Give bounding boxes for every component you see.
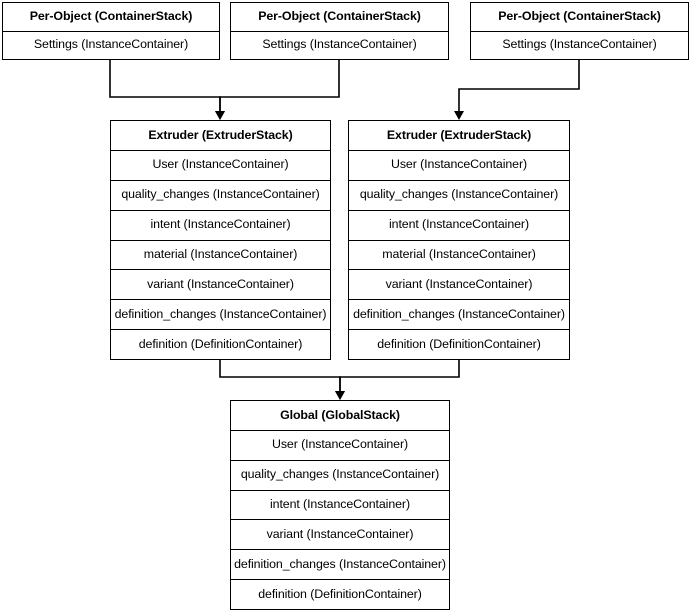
per-object-container-stack-2-header: Per-Object (ContainerStack) (231, 3, 448, 32)
edge-per-object-3-to-extruder-2-arrowhead (454, 111, 464, 120)
global-stack-header: Global (GlobalStack) (231, 401, 449, 431)
extruder-stack-1-row[interactable]: variant (InstanceContainer) (111, 269, 330, 300)
edge-extruder-1-to-global-arrowhead (335, 391, 345, 400)
extruder-stack-1-row[interactable]: quality_changes (InstanceContainer) (111, 179, 330, 210)
per-object-container-stack-1-header: Per-Object (ContainerStack) (3, 3, 219, 32)
global-stack-row[interactable]: definition (DefinitionContainer) (231, 579, 449, 610)
edge-extruder-2-to-global-arrowhead (335, 391, 345, 400)
per-object-container-stack-3-header: Per-Object (ContainerStack) (471, 3, 688, 32)
extruder-stack-2-header: Extruder (ExtruderStack) (349, 121, 569, 151)
per-object-container-stack-1-row[interactable]: Settings (InstanceContainer) (3, 31, 219, 59)
edge-per-object-3-to-extruder-2 (454, 60, 580, 120)
per-object-container-stack-3-row[interactable]: Settings (InstanceContainer) (471, 31, 688, 59)
per-object-container-stack-2-row[interactable]: Settings (InstanceContainer) (231, 31, 448, 59)
global-stack[interactable]: Global (GlobalStack)User (InstanceContai… (230, 400, 450, 610)
per-object-container-stack-3[interactable]: Per-Object (ContainerStack)Settings (Ins… (470, 2, 689, 60)
extruder-stack-2-row[interactable]: definition (DefinitionContainer) (349, 329, 569, 359)
edge-extruder-2-to-global (335, 360, 460, 400)
extruder-stack-1-row[interactable]: definition_changes (InstanceContainer) (111, 299, 330, 330)
per-object-container-stack-1[interactable]: Per-Object (ContainerStack)Settings (Ins… (2, 2, 220, 60)
extruder-stack-2-row[interactable]: material (InstanceContainer) (349, 239, 569, 270)
edge-per-object-2-to-extruder-1-arrowhead (215, 111, 225, 120)
global-stack-row[interactable]: intent (InstanceContainer) (231, 489, 449, 520)
extruder-stack-2-row[interactable]: definition_changes (InstanceContainer) (349, 299, 569, 330)
edge-per-object-2-to-extruder-1 (215, 60, 340, 120)
extruder-stack-2-row[interactable]: quality_changes (InstanceContainer) (349, 179, 569, 210)
extruder-stack-1-header: Extruder (ExtruderStack) (111, 121, 330, 151)
extruder-stack-1-row[interactable]: intent (InstanceContainer) (111, 209, 330, 240)
global-stack-row[interactable]: quality_changes (InstanceContainer) (231, 459, 449, 490)
extruder-stack-2-row[interactable]: User (InstanceContainer) (349, 150, 569, 180)
extruder-stack-1-row[interactable]: material (InstanceContainer) (111, 239, 330, 270)
extruder-stack-1-row[interactable]: definition (DefinitionContainer) (111, 329, 330, 359)
global-stack-row[interactable]: variant (InstanceContainer) (231, 519, 449, 550)
extruder-stack-2-row[interactable]: variant (InstanceContainer) (349, 269, 569, 300)
edge-extruder-1-to-global (219, 360, 345, 400)
per-object-container-stack-2[interactable]: Per-Object (ContainerStack)Settings (Ins… (230, 2, 449, 60)
global-stack-row[interactable]: User (InstanceContainer) (231, 430, 449, 460)
global-stack-row[interactable]: definition_changes (InstanceContainer) (231, 549, 449, 580)
edge-per-object-1-to-extruder-1-arrowhead (215, 111, 225, 120)
extruder-stack-1-row[interactable]: User (InstanceContainer) (111, 150, 330, 180)
extruder-stack-2[interactable]: Extruder (ExtruderStack)User (InstanceCo… (348, 120, 570, 360)
extruder-stack-2-row[interactable]: intent (InstanceContainer) (349, 209, 569, 240)
edge-per-object-1-to-extruder-1 (109, 60, 225, 120)
extruder-stack-1[interactable]: Extruder (ExtruderStack)User (InstanceCo… (110, 120, 331, 360)
